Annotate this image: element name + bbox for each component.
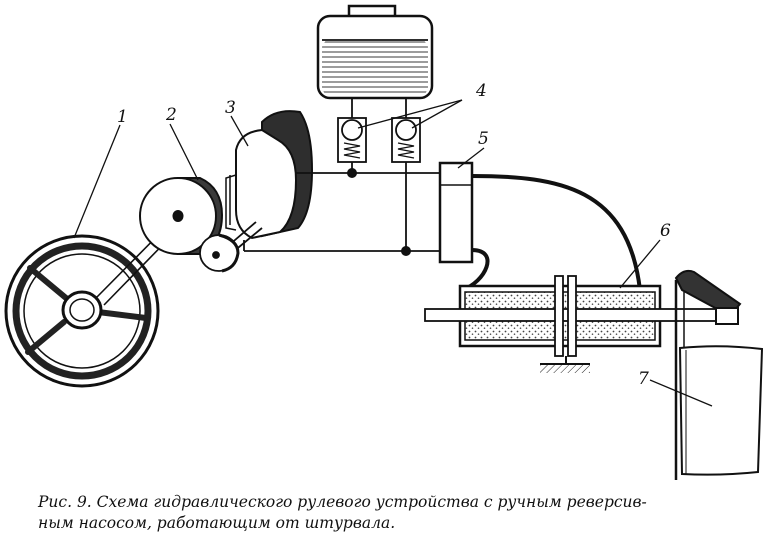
callout-4: 4 (475, 81, 487, 101)
leader-lines (73, 99, 713, 407)
caption-line-2: ным насосом, работающим от штурвала. (38, 514, 396, 532)
flexible-hoses (461, 174, 642, 292)
figure-caption: Рис. 9. Схема гидравлического рулевого у… (38, 492, 758, 534)
steering-wheel (4, 234, 160, 388)
pump-drive-pinion (199, 221, 263, 273)
callout-2: 2 (165, 105, 177, 125)
callout-7: 7 (638, 369, 649, 389)
caption-line-1: Рис. 9. Схема гидравлического рулевого у… (38, 493, 647, 511)
check-valves (337, 98, 421, 163)
hydraulic-cylinder (424, 275, 726, 373)
callout-6: 6 (660, 221, 671, 241)
callout-3: 3 (225, 98, 236, 118)
oil-tank (316, 4, 434, 100)
reversible-pump (225, 110, 314, 240)
pipe-junction (347, 168, 357, 178)
callout-1: 1 (117, 107, 128, 127)
tiller (674, 269, 742, 480)
distribution-valve (438, 161, 474, 264)
pipe-junction (401, 246, 411, 256)
callout-5: 5 (478, 129, 489, 149)
rudder-blade (678, 345, 764, 476)
gear-drum (139, 177, 224, 255)
